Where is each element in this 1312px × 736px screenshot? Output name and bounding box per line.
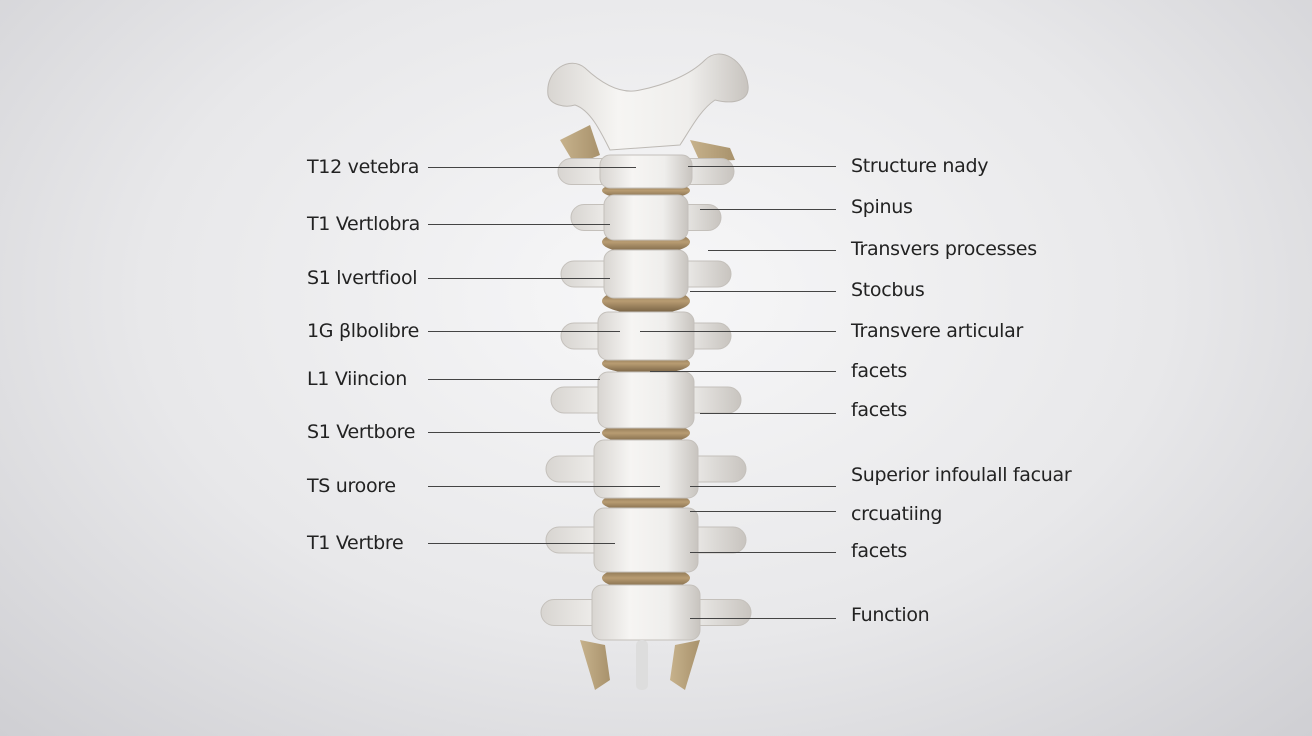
leader-line bbox=[690, 291, 836, 293]
leader-line bbox=[690, 511, 836, 513]
leader-line bbox=[650, 371, 836, 373]
leader-line bbox=[428, 167, 636, 169]
vertebral-body bbox=[593, 439, 699, 499]
right-label: facets bbox=[851, 399, 908, 421]
right-label: Superior infoulall facuar bbox=[851, 464, 1072, 486]
left-label: 1G βlbolibre bbox=[307, 320, 420, 342]
left-label: T1 Vertlobra bbox=[307, 213, 421, 235]
right-label: Transvers processes bbox=[851, 238, 1037, 260]
leader-line bbox=[708, 250, 836, 252]
vertebral-body bbox=[591, 584, 701, 641]
right-label: Structure nady bbox=[851, 155, 989, 177]
leader-line bbox=[428, 379, 600, 381]
left-label: L1 Viincion bbox=[307, 368, 407, 390]
right-label: Function bbox=[851, 604, 930, 626]
left-label: T1 Vertbre bbox=[307, 532, 404, 554]
coccyx bbox=[636, 640, 648, 690]
leader-line bbox=[428, 486, 660, 488]
vertebral-body bbox=[597, 371, 695, 429]
leader-line bbox=[428, 331, 620, 333]
right-label: Transvere articular bbox=[851, 320, 1023, 342]
leader-line bbox=[690, 552, 836, 554]
leader-line bbox=[688, 166, 836, 168]
leader-line bbox=[428, 278, 610, 280]
sacral-process-left bbox=[580, 640, 610, 690]
vertebral-body bbox=[603, 249, 689, 299]
left-label: S1 lvertfiool bbox=[307, 267, 418, 289]
leader-line bbox=[690, 486, 836, 488]
right-label: Spinus bbox=[851, 196, 913, 218]
left-label: T12 vetebra bbox=[307, 156, 420, 178]
left-label: S1 Vertbore bbox=[307, 421, 416, 443]
rib-stub-right bbox=[690, 140, 735, 162]
right-label: crcuatiing bbox=[851, 503, 943, 525]
right-label: facets bbox=[851, 540, 908, 562]
leader-line bbox=[640, 331, 836, 333]
right-label: Stocbus bbox=[851, 279, 925, 301]
leader-line bbox=[700, 209, 836, 211]
leader-line bbox=[428, 432, 600, 434]
leader-line bbox=[428, 224, 610, 226]
top-vertebra bbox=[547, 53, 749, 151]
sacral-process-right bbox=[670, 640, 700, 690]
vertebral-body bbox=[593, 507, 699, 573]
leader-line bbox=[690, 618, 836, 620]
left-label: TS uroore bbox=[307, 475, 396, 497]
leader-line bbox=[700, 413, 836, 415]
vertebral-body bbox=[597, 311, 695, 361]
vertebral-body bbox=[599, 154, 693, 189]
leader-line bbox=[428, 543, 615, 545]
vertebral-body bbox=[603, 194, 689, 241]
right-label: facets bbox=[851, 360, 908, 382]
rib-stub-left bbox=[560, 125, 600, 165]
